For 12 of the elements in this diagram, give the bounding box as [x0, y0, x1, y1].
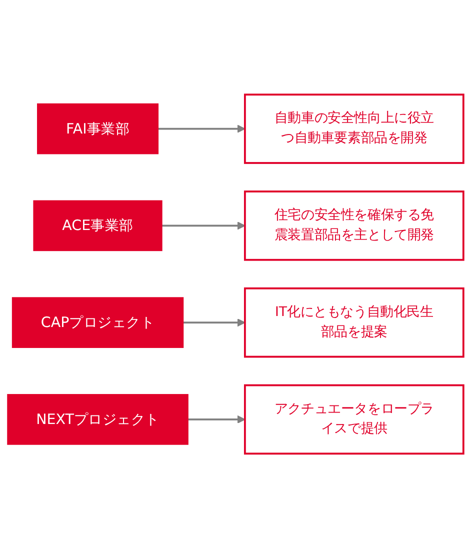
- arrow: [183, 318, 246, 328]
- arrow: [162, 222, 246, 230]
- node-box: FAI事業部: [37, 104, 159, 155]
- node-box: CAPプロジェクト: [12, 298, 184, 348]
- node-box: アクチュエータをロープライスで提供: [244, 384, 464, 455]
- arrow: [158, 125, 246, 134]
- node-box: ACE事業部: [33, 200, 162, 252]
- node-box: 住宅の安全性を確保する免震装置部品を主として開発: [244, 190, 464, 262]
- arrow: [188, 416, 246, 424]
- node-box: NEXTプロジェクト: [7, 394, 188, 446]
- node-box: 自動車の安全性向上に役立つ自動車要素部品を開発: [244, 94, 464, 164]
- node-box: IT化にともなう自動化民生部品を提案: [244, 288, 464, 358]
